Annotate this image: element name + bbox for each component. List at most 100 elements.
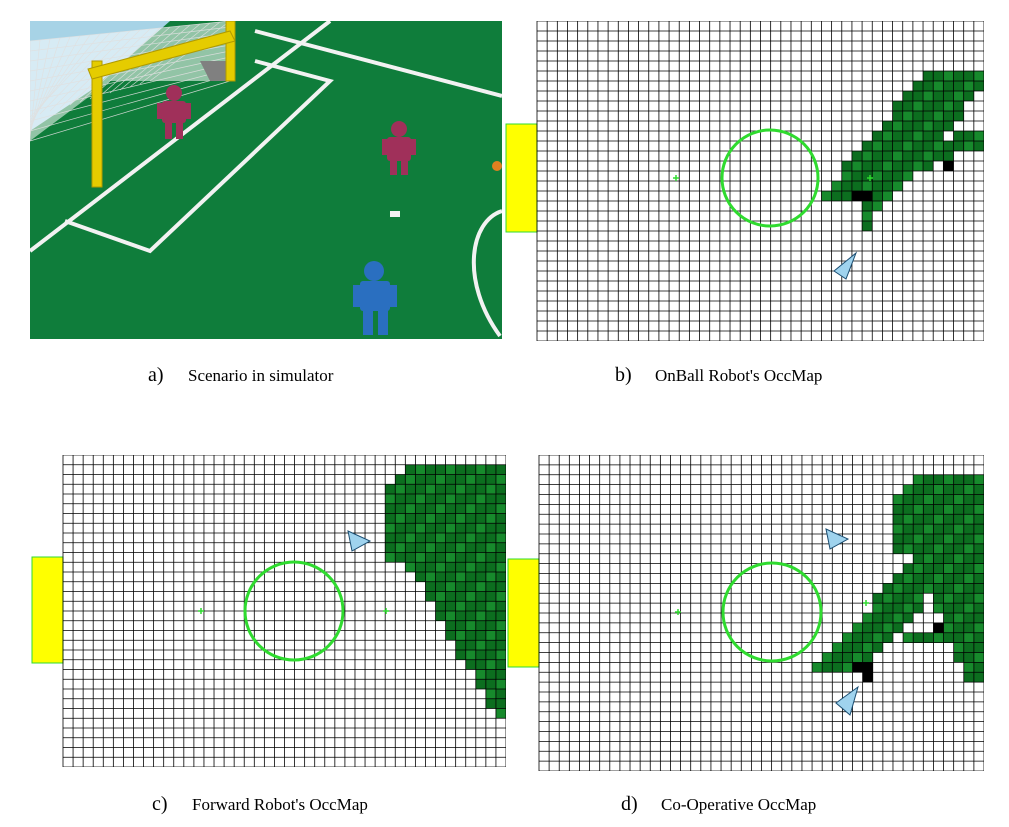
occupied-cell	[953, 622, 964, 633]
occupied-cell	[902, 151, 913, 161]
occupied-cell	[485, 542, 496, 553]
occupied-cell	[892, 171, 903, 181]
occupied-cell	[892, 141, 903, 151]
occupied-cell	[943, 573, 954, 584]
occupied-cell	[851, 151, 863, 161]
occupied-cell	[872, 141, 883, 151]
occupied-cell	[425, 474, 436, 485]
occupied-cell	[933, 101, 944, 111]
occupied-cell	[892, 494, 904, 505]
occupied-cell	[903, 484, 914, 495]
occupied-cell	[963, 622, 974, 633]
occupied-cell	[903, 573, 914, 584]
occupied-cell	[415, 523, 426, 533]
caption-d: d)Co-Operative OccMap	[621, 793, 816, 816]
occupied-cell	[475, 679, 486, 689]
own-robot-onball	[353, 261, 397, 335]
occupied-cell	[933, 524, 944, 534]
occupied-cell	[923, 553, 934, 564]
occupied-cell	[455, 581, 466, 592]
occupied-cell	[395, 474, 406, 485]
occupied-cell	[963, 652, 974, 663]
occupied-cell	[465, 611, 476, 621]
occupied-cell	[923, 573, 934, 584]
robot-triangle	[833, 251, 858, 280]
occupied-cell	[913, 514, 924, 525]
occupied-cell	[872, 613, 883, 623]
occupied-cell	[963, 534, 974, 544]
occupied-cell	[465, 630, 476, 641]
occupied-cell	[973, 573, 984, 584]
grid-lines	[536, 21, 984, 341]
occupied-cell	[425, 591, 436, 602]
occupied-cell	[485, 698, 496, 709]
occupied-cell	[923, 543, 934, 554]
occupied-cell	[923, 504, 934, 515]
occupied-cell	[385, 503, 396, 514]
occupied-cell	[475, 552, 486, 563]
occupied-cell	[923, 131, 934, 141]
occupied-cell	[943, 603, 954, 613]
occupied-cell	[943, 484, 954, 495]
occupied-cell	[862, 613, 873, 623]
occupied-cell	[465, 591, 476, 602]
occupied-cell	[425, 464, 436, 475]
occupied-cell	[445, 533, 456, 543]
occupied-cell	[425, 533, 436, 543]
occupied-cell	[943, 613, 954, 623]
occupied-cell	[485, 562, 496, 572]
occupied-cell	[465, 581, 476, 592]
ball	[492, 161, 502, 171]
occupied-cell	[495, 620, 506, 631]
occupied-cell	[445, 494, 456, 504]
occupied-cell	[415, 474, 426, 485]
occupied-cell	[852, 642, 863, 653]
occupied-cell	[465, 494, 476, 504]
occupied-cell	[445, 572, 456, 582]
occupied-cell	[485, 611, 496, 621]
occupied-cell	[933, 91, 944, 101]
occupied-cell	[882, 121, 893, 131]
occupied-cell	[973, 583, 984, 594]
occupied-cell	[943, 101, 954, 111]
occupied-cell	[912, 101, 924, 111]
occupied-cell	[485, 513, 496, 524]
occupied-cell	[973, 652, 984, 663]
occupied-cell	[831, 191, 842, 201]
occupied-cell	[923, 494, 934, 505]
occupied-cell	[841, 181, 852, 191]
occmap-onball	[505, 21, 984, 341]
occupied-cell	[832, 642, 843, 653]
occupied-cell	[902, 161, 913, 171]
occupied-cell	[842, 652, 853, 663]
occupied-cell	[495, 484, 506, 494]
occupied-cell	[933, 543, 944, 554]
occupied-cell	[943, 121, 954, 131]
occupied-cell	[475, 572, 486, 582]
occupied-cell	[435, 542, 446, 553]
occupied-cell	[953, 573, 964, 584]
occupied-cell	[872, 603, 883, 613]
occupied-cell	[943, 534, 954, 544]
occupied-cell	[862, 181, 873, 191]
occupied-cell	[933, 514, 944, 525]
occupied-cell	[425, 523, 436, 533]
occupied-cell	[892, 131, 903, 141]
occupied-cell	[435, 552, 446, 563]
occupied-cell	[963, 131, 974, 141]
occupied-cell	[943, 514, 954, 525]
occupied-cell	[903, 593, 914, 604]
occupied-cell	[395, 484, 406, 494]
occupied-cell	[953, 553, 964, 564]
occupied-cell	[445, 601, 456, 611]
occupied-cell	[445, 591, 456, 602]
occupied-cell	[953, 583, 964, 594]
occupied-cell	[872, 642, 883, 653]
occupied-cell	[933, 151, 944, 161]
occupied-cell	[455, 542, 466, 553]
occupied-cell	[455, 523, 466, 533]
occupied-cell	[892, 504, 904, 515]
occupied-cell	[495, 591, 506, 602]
occupied-cell	[385, 533, 396, 543]
occupied-cell	[385, 523, 396, 533]
